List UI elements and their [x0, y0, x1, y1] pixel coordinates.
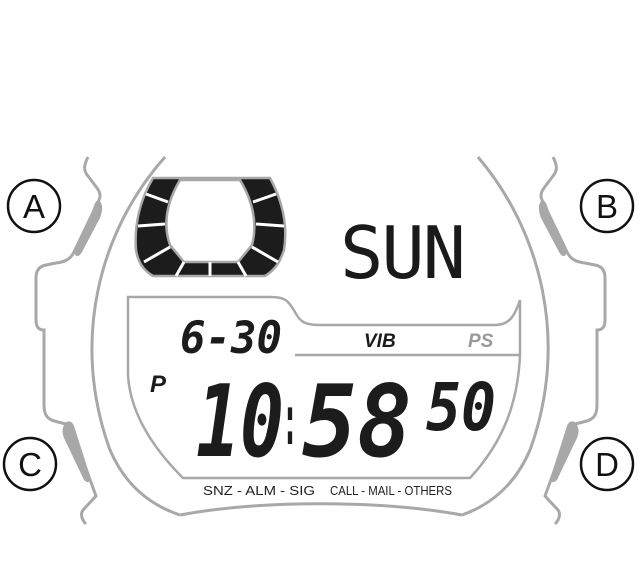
seconds-display: 50: [426, 369, 496, 446]
case-outline-left: [34, 156, 102, 526]
bottom-label-right: CALL - MAIL - OTHERS: [330, 483, 452, 498]
bezel-bottom: [179, 502, 463, 517]
time-minutes: 58: [302, 363, 412, 480]
button-b-label[interactable]: B: [579, 178, 635, 234]
button-c-label[interactable]: C: [2, 436, 58, 492]
button-a-label[interactable]: A: [6, 178, 62, 234]
ps-indicator: PS: [468, 331, 494, 352]
pm-indicator: P: [150, 371, 167, 398]
lcd-frame: [126, 295, 522, 480]
button-d-label[interactable]: D: [579, 436, 635, 492]
svg-text:D: D: [595, 446, 619, 483]
time-separator: :: [282, 379, 298, 461]
bezel-arc-right: [461, 156, 550, 517]
bezel-arc-left: [90, 156, 181, 517]
day-of-week: SUN: [340, 211, 464, 295]
button-c-body[interactable]: [62, 421, 91, 483]
date-display: 6-30: [180, 313, 282, 364]
button-b-body[interactable]: [538, 200, 567, 257]
svg-text:B: B: [596, 188, 618, 225]
svg-text:C: C: [18, 446, 42, 483]
ring-indicator: [134, 176, 287, 278]
time-hours: 10: [196, 363, 284, 480]
vib-indicator: VIB: [364, 331, 396, 352]
case-outline-right: [539, 156, 607, 526]
svg-text:A: A: [23, 188, 45, 225]
bottom-label-left: SNZ - ALM - SIG: [203, 483, 315, 498]
button-d-body[interactable]: [550, 421, 579, 483]
button-a-body[interactable]: [74, 200, 103, 257]
